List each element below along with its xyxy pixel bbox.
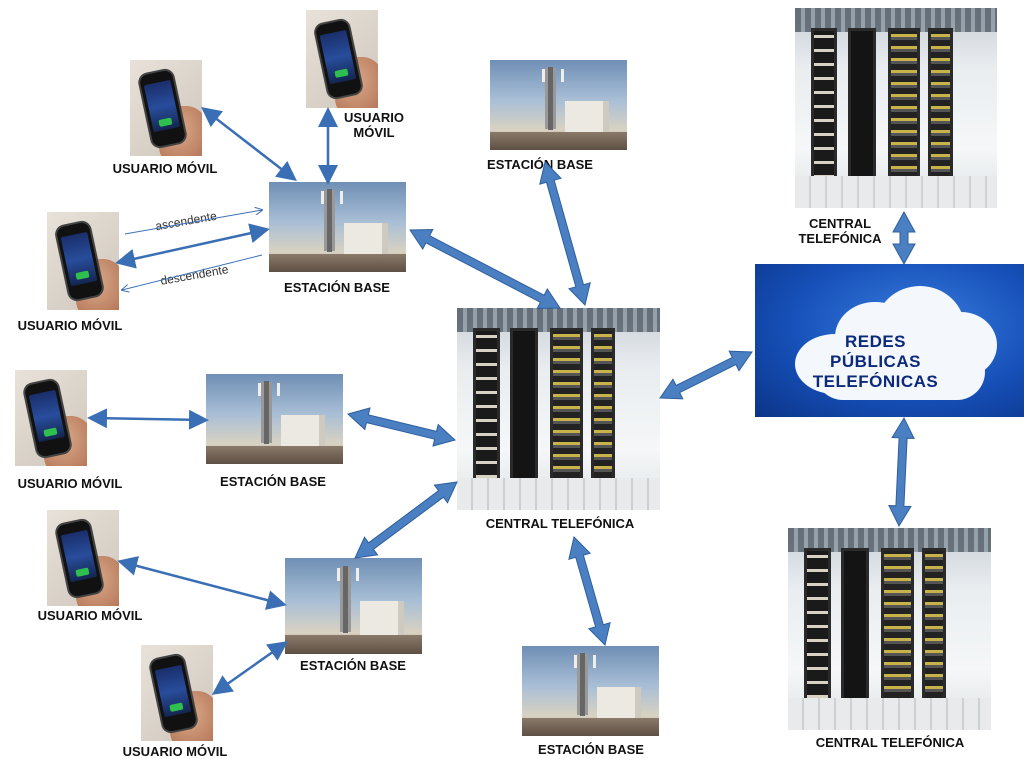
radio-link-arrow	[92, 418, 204, 420]
downlink-arrow	[122, 255, 262, 290]
link-exchange-top-to-cloud-arrow	[893, 212, 915, 264]
radio-link-arrow	[205, 110, 293, 178]
radio-link-arrow	[122, 562, 282, 604]
radio-link-arrow	[120, 230, 265, 262]
link-base-left-to-central-arrow	[348, 408, 455, 446]
radio-link-arrow	[216, 644, 284, 692]
uplink-arrow	[125, 210, 262, 234]
link-cloud-to-exchange-bottom-arrow	[889, 418, 914, 526]
link-base-to-central-arrow	[410, 230, 560, 309]
link-central-to-base-bottom-arrow	[569, 537, 610, 645]
link-base-top-to-central-arrow	[540, 162, 590, 305]
link-central-to-cloud-arrow	[660, 351, 752, 399]
link-base-lower-to-central-arrow	[355, 482, 457, 558]
